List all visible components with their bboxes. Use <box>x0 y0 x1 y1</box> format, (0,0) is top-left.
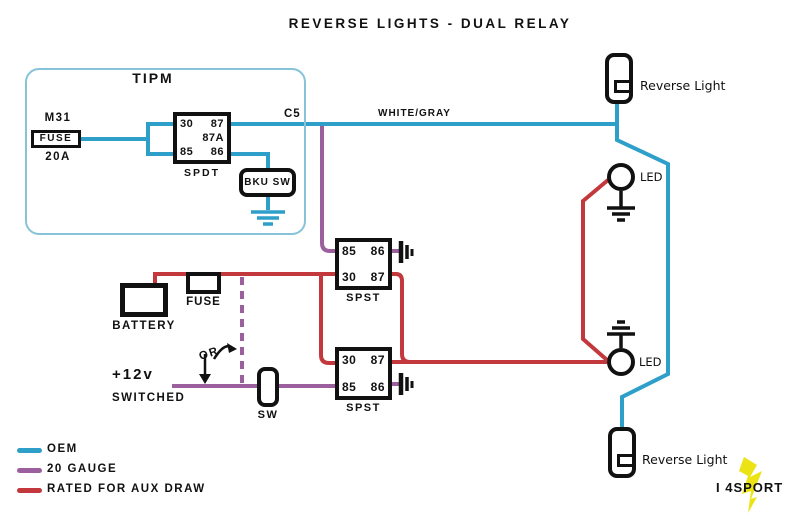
pin-85: 85 <box>342 380 357 394</box>
pin-86: 86 <box>370 380 385 394</box>
tipm-fuse-rating-label: 20A <box>45 151 71 163</box>
led-top-label: LED <box>640 170 663 184</box>
i4sport-logo-text: I 4SPORT <box>716 480 784 495</box>
battery-label: BATTERY <box>112 320 176 332</box>
pin-87a: 87A <box>202 132 224 144</box>
pin-85: 85 <box>342 244 357 258</box>
aux-fuse-label: FUSE <box>186 296 221 308</box>
led-bottom-circle <box>607 348 635 376</box>
or-down-arrow-icon <box>199 354 211 384</box>
pin-87: 87 <box>370 353 385 367</box>
legend-swatch-20gauge <box>17 468 42 473</box>
relay2-type-label: SPST <box>346 402 381 414</box>
tipm-fuse-box: FUSE <box>31 130 81 148</box>
or-curved-arrow-icon <box>212 343 237 360</box>
led1-ground-icon <box>607 191 635 222</box>
bku-ground-icon <box>251 210 285 226</box>
battery-box <box>120 283 168 317</box>
led-bottom-label: LED <box>639 355 662 369</box>
aux-switch-label: SW <box>257 409 279 421</box>
relay1-type-label: SPST <box>346 292 381 304</box>
relay2-ground-icon <box>398 373 414 395</box>
relay2-box: 30 87 85 86 <box>335 347 392 400</box>
white-gray-wire-label: WHITE/GRAY <box>378 108 451 119</box>
page-title: REVERSE LIGHTS - DUAL RELAY <box>288 16 572 31</box>
legend-swatch-aux <box>17 488 42 493</box>
pin-87: 87 <box>210 118 224 130</box>
reverse-light-top-label: Reverse Light <box>640 78 726 93</box>
aux-wires <box>153 178 610 365</box>
oem-wires <box>81 104 670 428</box>
tipm-relay-box: 30 87 87A 85 86 <box>173 112 231 164</box>
led-top-circle <box>607 163 635 191</box>
aux-switch-box <box>257 367 279 407</box>
pin-87: 87 <box>370 270 385 284</box>
legend-label-20gauge: 20 GAUGE <box>47 463 118 475</box>
pin-86: 86 <box>210 146 224 158</box>
tipm-module-box <box>25 68 306 235</box>
pin-30: 30 <box>342 353 357 367</box>
reverse-light-top-box <box>605 53 633 104</box>
gauge20-wires <box>172 126 399 388</box>
reverse-light-bottom-box <box>608 427 636 478</box>
tipm-relay-type-label: SPDT <box>183 167 220 179</box>
led2-ground-icon <box>607 320 635 348</box>
bulb-slot-icon <box>617 454 635 467</box>
pin-85: 85 <box>180 146 194 158</box>
aux-fuse-box <box>186 272 221 294</box>
switched-label: SWITCHED <box>112 392 186 404</box>
pin-30: 30 <box>342 270 357 284</box>
bulb-slot-icon <box>614 80 632 93</box>
connector-c5-label: C5 <box>284 108 301 120</box>
tipm-label: TIPM <box>132 70 174 86</box>
relay1-ground-icon <box>398 241 414 263</box>
plus-12v-label: +12v <box>112 366 154 383</box>
relay1-box: 85 86 30 87 <box>335 238 392 290</box>
pin-86: 86 <box>370 244 385 258</box>
pin-30: 30 <box>180 118 194 130</box>
backup-switch-box: BKU SW <box>239 168 296 197</box>
tipm-fuse-id-label: M31 <box>44 112 72 124</box>
lightning-bolt-icon <box>739 457 762 513</box>
reverse-light-bottom-label: Reverse Light <box>642 452 728 467</box>
legend-label-aux: RATED FOR AUX DRAW <box>47 483 206 495</box>
legend-swatch-oem <box>17 448 42 453</box>
legend-label-oem: OEM <box>47 443 78 455</box>
